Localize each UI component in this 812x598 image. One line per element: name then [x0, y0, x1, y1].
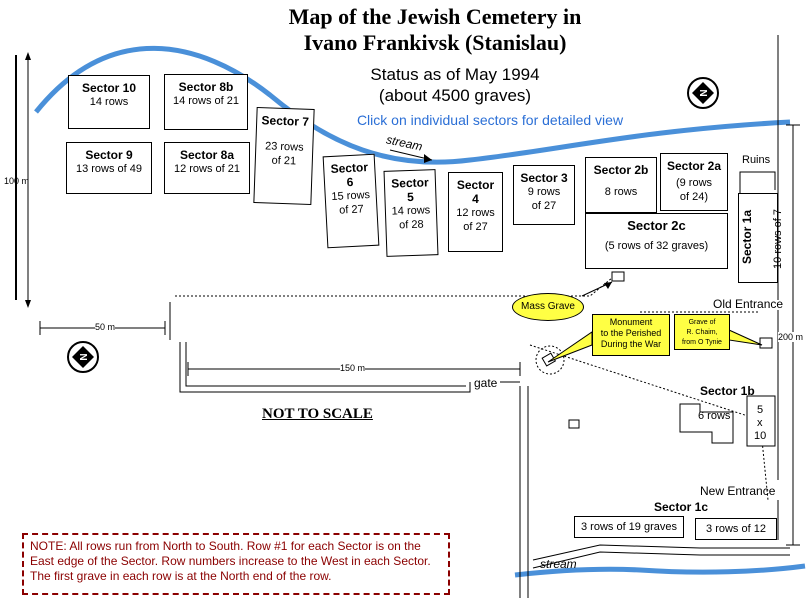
- sector-1b-rows-b2: x: [757, 417, 763, 429]
- note-text: NOTE: All rows run from North to South. …: [30, 539, 431, 583]
- lower-stream-label: stream: [540, 557, 577, 571]
- sector-2c-name: Sector 2c: [627, 218, 686, 233]
- sector-5-rows1: 14 rows: [391, 204, 431, 218]
- north-compass-icon: N: [687, 77, 719, 109]
- sector-8b-name: Sector 8b: [178, 80, 234, 94]
- map-title-line2: Ivano Frankivsk (Stanislau): [303, 30, 567, 55]
- sector-2b-rows: 8 rows: [604, 186, 638, 198]
- sector-1b-rows-b3: 10: [754, 430, 767, 442]
- sector-5[interactable]: Sector 5 14 rows of 28: [383, 169, 439, 257]
- monument-line1: Monument: [609, 317, 653, 327]
- sector-6[interactable]: Sector 6 15 rows of 27: [322, 153, 380, 249]
- gate-label: gate: [474, 376, 498, 390]
- sector-9-name: Sector 9: [85, 148, 133, 162]
- sector-2a-name: Sector 2a: [666, 159, 722, 173]
- cemetery-walls: [169, 302, 790, 598]
- sector-7-rows2: of 21: [271, 154, 297, 168]
- svg-text:N: N: [699, 89, 710, 96]
- sector-4-rows1: 12 rows: [456, 207, 495, 219]
- status-line2: (about 4500 graves): [378, 86, 532, 105]
- sector-2b[interactable]: Sector 2b 8 rows: [585, 157, 657, 213]
- north-compass-lower-icon: N: [67, 341, 99, 373]
- grave-line3: from O Tynie: [682, 339, 722, 346]
- sector-1b-rows-a[interactable]: 6 rows: [698, 410, 731, 422]
- click-instruction: Click on individual sectors for detailed…: [356, 112, 624, 128]
- sector-10-name: Sector 10: [81, 81, 137, 95]
- sector-6-name1: Sector: [330, 160, 369, 177]
- monument-line3: During the War: [600, 339, 662, 349]
- sector-9[interactable]: Sector 9 13 rows of 49: [66, 142, 152, 194]
- sector-10[interactable]: Sector 10 14 rows: [68, 75, 150, 129]
- dimension-100m: [15, 52, 31, 308]
- sector-5-name1: Sector: [391, 175, 429, 191]
- sector-1a[interactable]: Sector 1a 10 rows of 7: [738, 193, 784, 283]
- sector-3[interactable]: Sector 3 9 rows of 27: [513, 165, 575, 225]
- sector-2a-rows2: of 24): [679, 191, 709, 203]
- sector-4-name2: 4: [472, 192, 479, 206]
- sector-1c-rows-b: 3 rows of 12: [706, 523, 766, 535]
- new-entrance-label: New Entrance: [700, 484, 776, 498]
- sector-1b-rows-b1: 5: [757, 404, 764, 416]
- sector-6-rows1: 15 rows: [331, 189, 371, 204]
- sector-5-rows2: of 28: [398, 218, 424, 232]
- sector-1c-rows-a: 3 rows of 19 graves: [581, 521, 677, 533]
- sector-1c-part-b[interactable]: 3 rows of 12: [695, 518, 777, 540]
- grave-line2: R. Chaim,: [686, 329, 718, 336]
- sector-9-rows: 13 rows of 49: [75, 163, 143, 175]
- sector-4[interactable]: Sector 4 12 rows of 27: [448, 172, 503, 252]
- upper-stream: [34, 45, 791, 165]
- sector-8a-rows: 12 rows of 21: [173, 163, 241, 175]
- dimension-100m-label: 100 m: [4, 176, 30, 186]
- grave-chaim-callout[interactable]: Grave of R. Chaim, from O Tynie: [674, 314, 730, 350]
- sector-3-name: Sector 3: [520, 171, 568, 185]
- dimension-50m-label: 50 m: [95, 322, 116, 332]
- sector-7[interactable]: Sector 7 23 rows of 21: [253, 107, 315, 205]
- dimension-200m-label: 200 m: [778, 332, 804, 342]
- grave-line1: Grave of: [688, 319, 716, 326]
- sector-2c-rows: (5 rows of 32 graves): [604, 240, 709, 252]
- sector-8b[interactable]: Sector 8b 14 rows of 21: [164, 74, 248, 130]
- sector-3-rows1: 9 rows: [527, 186, 561, 198]
- sector-8a-name: Sector 8a: [179, 148, 235, 162]
- not-to-scale-label: NOT TO SCALE: [262, 406, 373, 422]
- sector-7-rows1: 23 rows: [264, 140, 304, 154]
- sector-8a[interactable]: Sector 8a 12 rows of 21: [164, 142, 250, 194]
- mass-grave-callout[interactable]: Mass Grave: [512, 293, 584, 321]
- sector-3-rows2: of 27: [531, 200, 557, 212]
- old-entrance-label: Old Entrance: [713, 297, 784, 311]
- note-box: NOTE: All rows run from North to South. …: [22, 533, 450, 595]
- sector-10-rows: 14 rows: [89, 96, 129, 108]
- sector-1b-name[interactable]: Sector 1b: [700, 384, 755, 398]
- lower-stream: [514, 563, 806, 578]
- sector-1c-part-a[interactable]: 3 rows of 19 graves: [574, 516, 684, 538]
- dimension-150m-label: 150 m: [340, 363, 366, 373]
- sector-6-rows2: of 27: [338, 203, 365, 217]
- mass-grave-label: Mass Grave: [521, 301, 575, 312]
- sector-1a-rows: 10 rows of 7: [772, 209, 784, 269]
- sector-7-name: Sector 7: [261, 113, 310, 129]
- sector-2a-rows1: (9 rows: [675, 177, 713, 189]
- sector-2b-name: Sector 2b: [593, 163, 649, 177]
- ruins-label: Ruins: [742, 154, 771, 166]
- sector-8b-rows: 14 rows of 21: [172, 95, 240, 107]
- status-line1: Status as of May 1994: [370, 65, 540, 84]
- sector-1a-name: Sector 1a: [740, 209, 754, 265]
- monument-callout[interactable]: Monument to the Perished During the War: [592, 314, 670, 356]
- map-title-line1: Map of the Jewish Cemetery in: [288, 4, 582, 29]
- sector-2a[interactable]: Sector 2a (9 rows of 24): [660, 153, 728, 211]
- sector-4-name1: Sector: [456, 178, 495, 192]
- sector-2c[interactable]: Sector 2c (5 rows of 32 graves): [585, 213, 728, 269]
- sector-1c-name[interactable]: Sector 1c: [654, 500, 709, 514]
- monument-line2: to the Perished: [600, 328, 662, 338]
- sector-4-rows2: of 27: [463, 221, 488, 233]
- svg-text:N: N: [79, 353, 90, 360]
